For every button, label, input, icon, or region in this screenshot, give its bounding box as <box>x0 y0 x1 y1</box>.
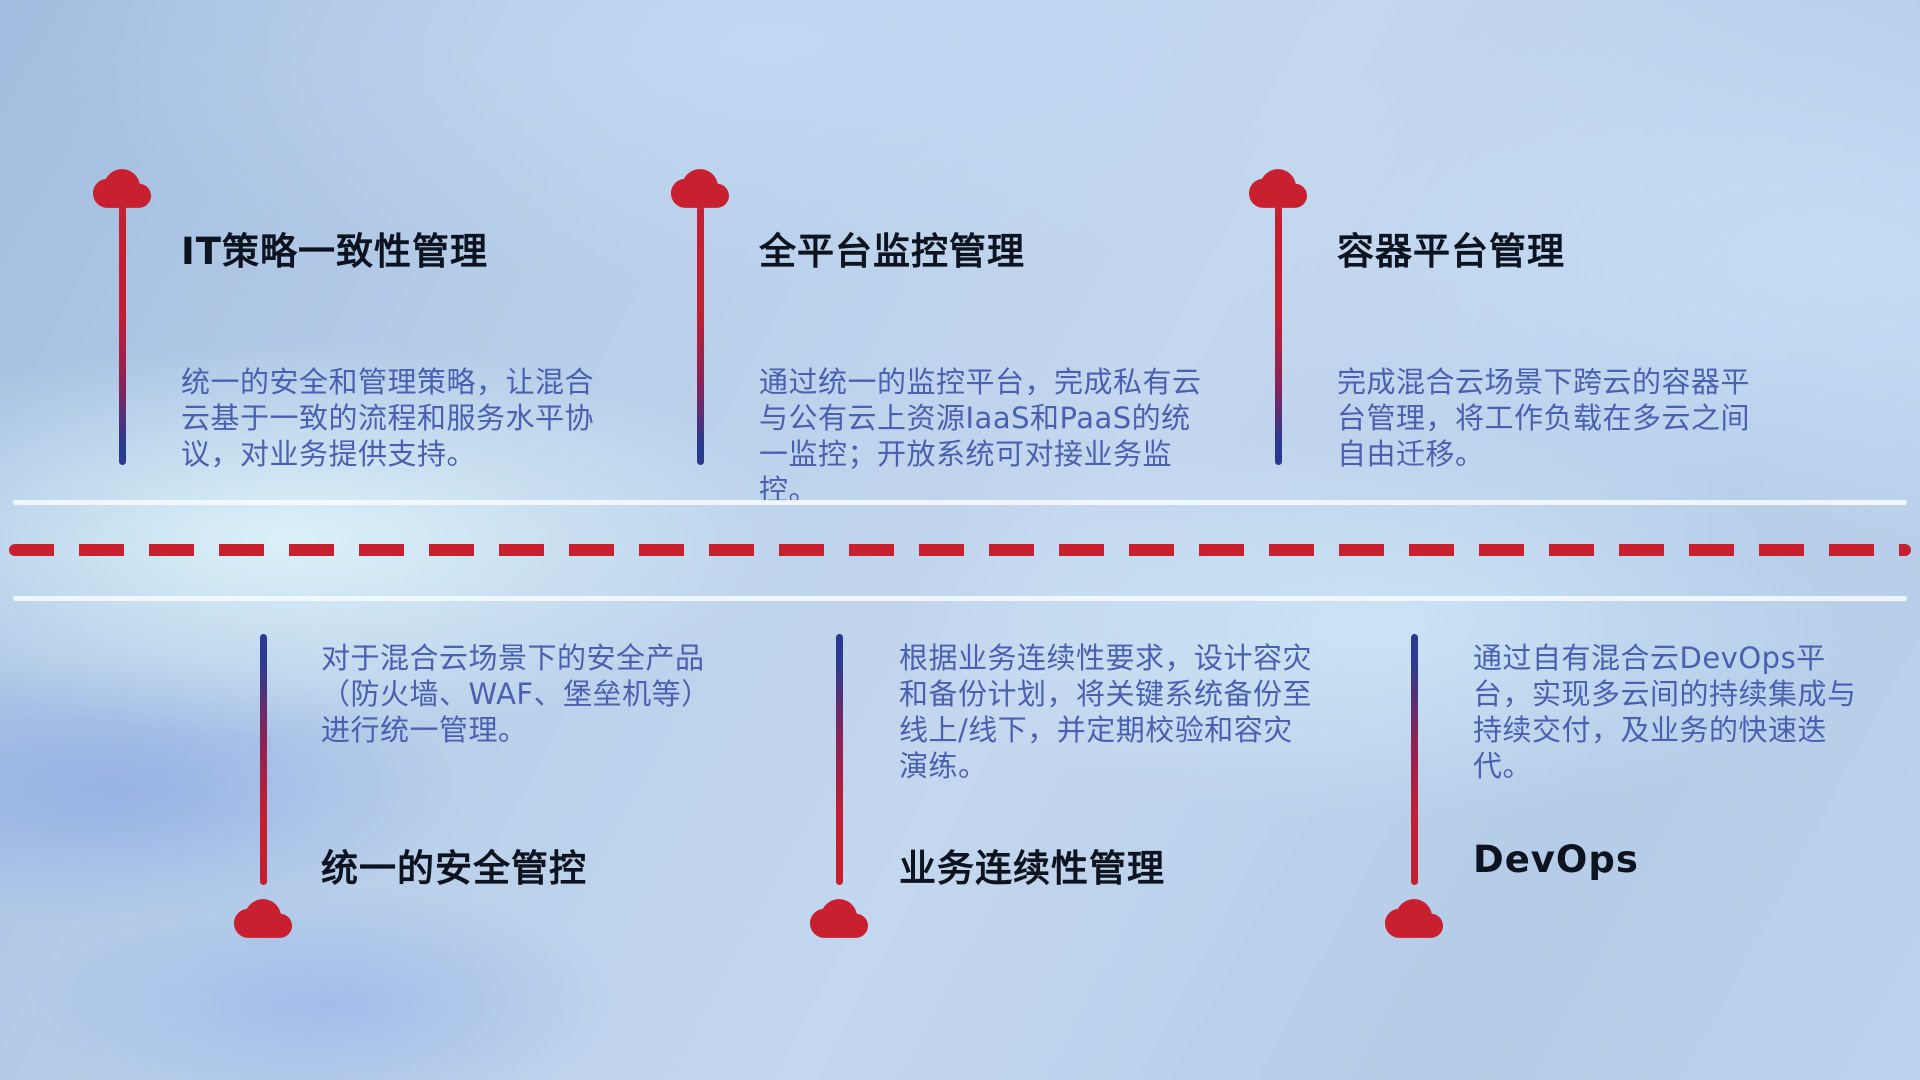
feature-title: 业务连续性管理 <box>899 847 1165 890</box>
feature-it-policy-management: IT策略一致性管理 统一的安全和管理策略，让混合云基于一致的流程和服务水平协议，… <box>93 169 594 471</box>
feature-devops: 通过自有混合云DevOps平台，实现多云间的持续集成与持续交付，及业务的快速迭代… <box>1385 634 1867 954</box>
feature-platform-monitoring: 全平台监控管理 通过统一的监控平台，完成私有云与公有云上资源IaaS和PaaS的… <box>671 169 1201 507</box>
feature-title: 全平台监控管理 <box>759 230 1025 273</box>
feature-description: 根据业务连续性要求，设计容灾和备份计划，将关键系统备份至线上/线下，并定期校验和… <box>899 641 1313 783</box>
feature-title: 容器平台管理 <box>1337 230 1565 273</box>
timeline-dashed-line <box>9 544 1911 556</box>
timeline-lower-rail <box>13 596 1907 601</box>
cloud-icon <box>810 899 868 938</box>
cloud-icon <box>1249 169 1307 208</box>
connector-line <box>697 206 704 465</box>
connector-line <box>1275 206 1282 465</box>
cloud-icon <box>234 899 292 938</box>
feature-description: 统一的安全和管理策略，让混合云基于一致的流程和服务水平协议，对业务提供支持。 <box>181 365 595 471</box>
feature-description: 通过统一的监控平台，完成私有云与公有云上资源IaaS和PaaS的统一监控；开放系… <box>759 365 1202 507</box>
connector-line <box>119 206 126 465</box>
feature-description: 对于混合云场景下的安全产品（防火墙、WAF、堡垒机等）进行统一管理。 <box>321 641 711 747</box>
feature-title: IT策略一致性管理 <box>181 230 489 273</box>
connector-line <box>260 634 267 885</box>
feature-container-platform: 容器平台管理 完成混合云场景下跨云的容器平台管理，将工作负载在多云之间自由迁移。 <box>1249 169 1750 471</box>
timeline-upper-rail <box>13 500 1907 505</box>
feature-security-control: 对于混合云场景下的安全产品（防火墙、WAF、堡垒机等）进行统一管理。 统一的安全… <box>234 634 716 954</box>
cloud-icon <box>1385 899 1443 938</box>
feature-title: DevOps <box>1473 838 1639 881</box>
feature-business-continuity: 根据业务连续性要求，设计容灾和备份计划，将关键系统备份至线上/线下，并定期校验和… <box>810 634 1312 954</box>
cloud-icon <box>671 169 729 208</box>
cloud-icon <box>93 169 151 208</box>
connector-line <box>1411 634 1418 885</box>
connector-line <box>836 634 843 885</box>
feature-title: 统一的安全管控 <box>321 847 587 890</box>
feature-description: 完成混合云场景下跨云的容器平台管理，将工作负载在多云之间自由迁移。 <box>1337 365 1751 471</box>
feature-description: 通过自有混合云DevOps平台，实现多云间的持续集成与持续交付，及业务的快速迭代… <box>1473 641 1857 783</box>
